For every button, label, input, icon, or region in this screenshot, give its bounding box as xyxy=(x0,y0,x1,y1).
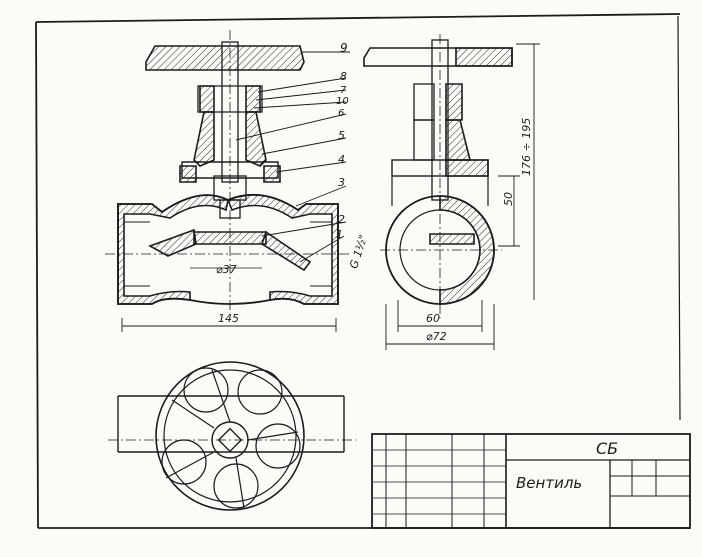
callout-5: 5 xyxy=(338,129,345,142)
callout-1: 1 xyxy=(336,228,343,241)
callout-4: 4 xyxy=(338,153,345,166)
side-width-label: 60 xyxy=(426,312,440,325)
drawing-code: СБ xyxy=(596,439,618,458)
callout-8: 8 xyxy=(340,70,347,83)
callout-9: 9 xyxy=(340,41,348,55)
part-callouts: 9 8 7 10 6 5 4 3 2 1 xyxy=(235,41,350,263)
handwheel-front xyxy=(145,45,305,71)
height-range-label: 176 ÷ 195 xyxy=(520,118,533,176)
callout-7: 7 xyxy=(340,85,347,96)
drawing-name: Вентиль xyxy=(516,474,582,492)
front-width-label: 145 xyxy=(218,312,239,325)
side-outer-dia-label: ⌀72 xyxy=(426,330,447,343)
bonnet xyxy=(193,111,215,167)
thread-label: G 1½" xyxy=(347,233,370,270)
side-view: 60 ⌀72 50 176 ÷ 195 xyxy=(363,34,540,350)
bore-dia-label: ⌀37 xyxy=(216,263,237,276)
valve-disc xyxy=(193,231,267,245)
height-50-label: 50 xyxy=(502,192,515,206)
callout-3: 3 xyxy=(338,176,345,189)
gland-nut xyxy=(199,85,215,113)
sheet-frame xyxy=(35,13,690,529)
top-view xyxy=(108,361,356,511)
handwheel-top xyxy=(155,361,305,511)
callout-6: 6 xyxy=(338,108,344,119)
callout-2: 2 xyxy=(338,213,345,226)
callout-10: 10 xyxy=(336,96,349,107)
front-section-view: ⌀37 145 G 1½" xyxy=(105,30,370,332)
title-block: СБ Вентиль xyxy=(371,433,691,529)
